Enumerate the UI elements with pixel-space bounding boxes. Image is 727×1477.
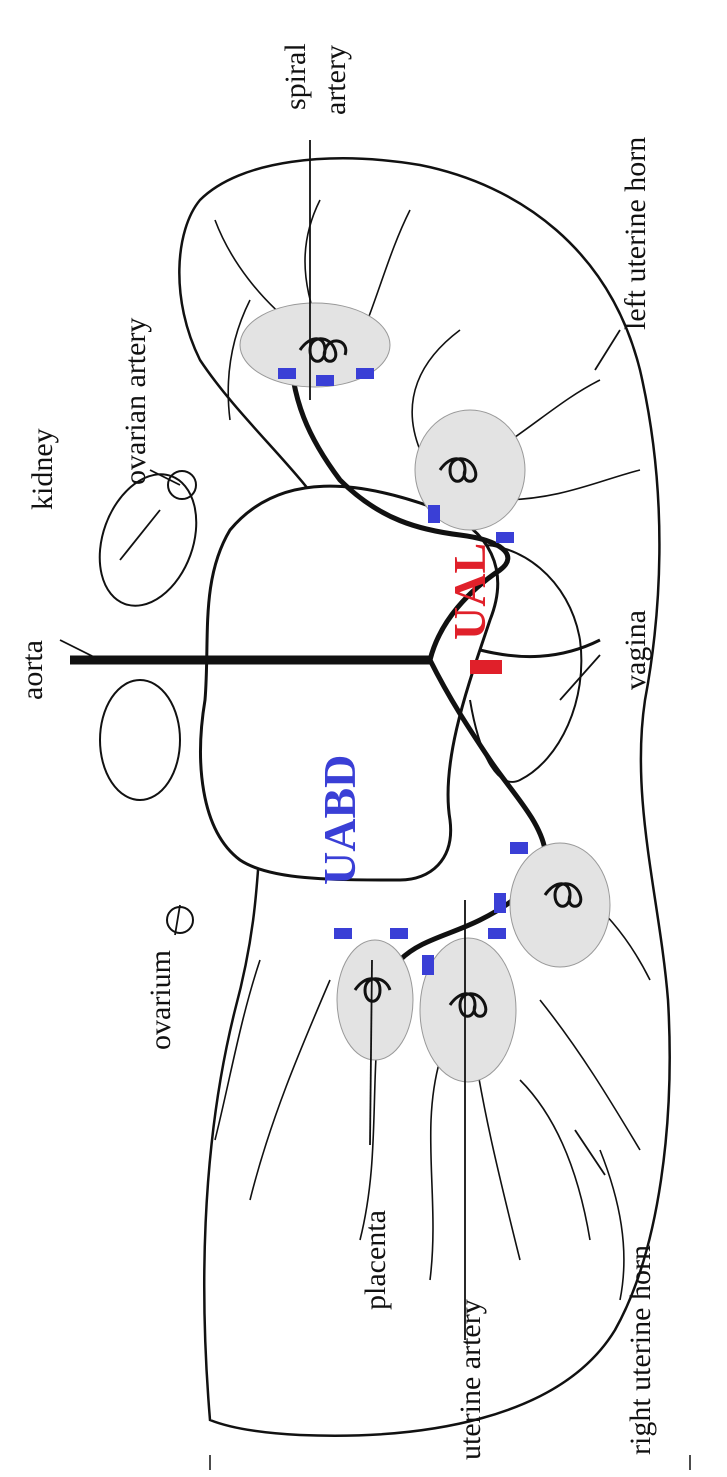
uabd-marker <box>510 842 528 854</box>
ovary-left <box>168 471 196 499</box>
label-placenta: placenta <box>359 1210 392 1310</box>
label-ovarium: ovarium <box>144 950 177 1050</box>
placenta-right-2 <box>420 938 516 1082</box>
uabd-marker <box>356 368 374 379</box>
uabd-marker <box>496 532 514 543</box>
label-vagina: vagina <box>619 610 652 690</box>
label-uabd: UABD <box>314 755 365 885</box>
label-ual: UAL <box>444 543 495 640</box>
uabd-marker <box>428 505 440 523</box>
label-artery: artery <box>319 45 352 115</box>
uabd-marker <box>278 368 296 379</box>
uabd-marker <box>316 375 334 386</box>
label-kidney: kidney <box>26 428 59 510</box>
label-uterine-artery: uterine artery <box>454 1299 487 1460</box>
label-ovarian-artery: ovarian artery <box>119 318 152 485</box>
label-right-uterine-horn: right uterine horn <box>624 1245 657 1455</box>
uabd-marker <box>390 928 408 939</box>
uabd-marker <box>422 955 434 975</box>
kidney-right <box>100 680 180 800</box>
uabd-marker <box>488 928 506 939</box>
ual-marker <box>470 660 502 674</box>
label-aorta: aorta <box>16 640 49 700</box>
label-left-uterine-horn: left uterine horn <box>619 137 652 330</box>
ovary-right <box>167 907 193 933</box>
uabd-marker <box>494 893 506 913</box>
label-spiral: spiral <box>279 43 312 110</box>
uabd-marker <box>334 928 352 939</box>
